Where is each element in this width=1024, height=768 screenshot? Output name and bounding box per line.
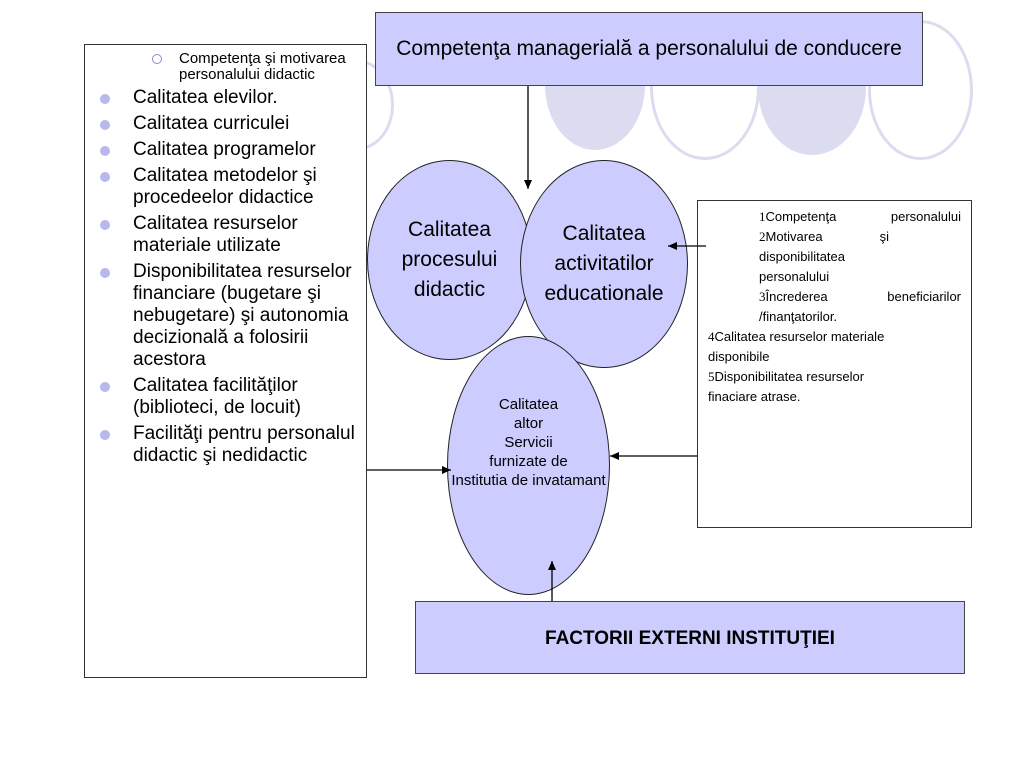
list-item-text: Calitatea facilităţilor (biblioteci, de …	[133, 375, 301, 418]
list-item-text: Calitatea curriculei	[133, 113, 290, 134]
item-number: 2	[759, 229, 766, 244]
other-services-quality-ellipse: Calitatea altor Servicii furnizate de In…	[447, 336, 610, 595]
ellipse-label: Calitatea altor Servicii furnizate de In…	[388, 395, 669, 490]
list-item-text: Calitatea resurselor materiale utilizate	[133, 213, 298, 256]
dot-bullet-icon	[100, 94, 110, 104]
list-item-text: Calitatea elevilor.	[133, 87, 278, 108]
list-item-text: personalului	[890, 209, 961, 224]
internal-factors-panel: Competenţa şi motivarea personalului did…	[84, 44, 367, 678]
list-item-text: Competenţa şi motivarea personalului did…	[179, 50, 346, 83]
list-item: Facilităţi pentru personalul didactic şi…	[85, 423, 366, 467]
list-item: Calitatea resurselor materiale utilizate	[85, 213, 366, 257]
dot-bullet-icon	[100, 220, 110, 230]
ellipse-label-line: Calitatea	[562, 222, 646, 245]
list-item: 1Competenţa personalului	[708, 207, 961, 227]
list-item: 2Motivarea şi	[708, 227, 961, 247]
ellipse-label-line: Servicii	[504, 434, 553, 451]
list-item-text: Calitatea metodelor şi procedeelor didac…	[133, 165, 317, 208]
list-item-text: disponibilitatea	[759, 249, 846, 264]
management-competence-title: Competenţa managerială a personalului de…	[396, 37, 902, 60]
educational-activities-quality-ellipse: Calitatea activitatilor educationale	[520, 160, 688, 368]
list-item-text: personalului	[759, 269, 830, 284]
list-item-text: finaciare atrase.	[708, 389, 801, 404]
management-competence-box: Competenţa managerială a personalului de…	[375, 12, 923, 86]
list-item-text: Facilităţi pentru personalul didactic şi…	[133, 423, 355, 466]
item-number: 3	[759, 289, 766, 304]
ellipse-label: Calitatea activitatilor educationale	[544, 219, 663, 309]
item-number: 5	[708, 369, 715, 384]
list-item: Calitatea curriculei	[85, 113, 366, 135]
list-item: Calitatea elevilor.	[85, 87, 366, 109]
list-item-text: Motivarea	[765, 229, 823, 244]
ellipse-label-line: altor	[513, 415, 544, 432]
ellipse-label: Calitatea procesului didactic	[402, 215, 498, 305]
didactic-process-quality-ellipse: Calitatea procesului didactic	[367, 160, 532, 360]
ellipse-label-line: Institutia de invatamant	[451, 472, 606, 489]
ellipse-label-line: didactic	[413, 278, 486, 301]
external-factors-title: FACTORII EXTERNI INSTITUŢIEI	[545, 628, 835, 649]
ellipse-label-line: Calitatea	[408, 218, 491, 241]
list-item-text: Competenţa	[765, 209, 837, 224]
ellipse-label-line: furnizate de	[489, 453, 568, 470]
list-item-text: Încrederea	[765, 289, 828, 304]
list-item-text: Disponibilitatea resurselor	[714, 369, 865, 384]
list-item-text: şi	[879, 229, 889, 244]
list-item: Calitatea metodelor şi procedeelor didac…	[85, 165, 366, 209]
dot-bullet-icon	[100, 268, 110, 278]
list-item-text: Disponibilitatea resurselor financiare (…	[133, 261, 352, 370]
dot-bullet-icon	[100, 430, 110, 440]
list-item-text: disponibile	[708, 349, 770, 364]
dot-bullet-icon	[100, 382, 110, 392]
list-item: 3Încrederea beneficiarilor	[708, 287, 961, 307]
ring-bullet-icon	[152, 54, 162, 64]
list-item: 4Calitatea resurselor materiale	[708, 327, 961, 347]
list-item-text: /finanţatorilor.	[759, 309, 838, 324]
dot-bullet-icon	[100, 120, 110, 130]
list-item: Calitatea programelor	[85, 139, 366, 161]
item-number: 4	[708, 329, 715, 344]
ellipse-label-line: procesului	[401, 248, 498, 271]
list-item: Disponibilitatea resurselor financiare (…	[85, 261, 366, 371]
staff-factors-list: 1Competenţa personalului 2Motivarea şi d…	[708, 207, 961, 407]
external-factors-box: FACTORII EXTERNI INSTITUŢIEI	[415, 601, 965, 674]
ellipse-label-line: activitatilor	[554, 252, 654, 275]
list-item: 5Disponibilitatea resurselor	[708, 367, 961, 387]
list-item-text: beneficiarilor	[887, 289, 961, 304]
list-item: Competenţa şi motivarea personalului did…	[85, 51, 366, 83]
item-number: 1	[759, 209, 766, 224]
list-item-text: Calitatea resurselor materiale	[714, 329, 885, 344]
ellipse-label-line: educationale	[544, 282, 664, 305]
dot-bullet-icon	[100, 172, 110, 182]
ellipse-label-line: Calitatea	[498, 396, 559, 413]
list-item-text: Calitatea programelor	[133, 139, 316, 160]
staff-factors-panel: 1Competenţa personalului 2Motivarea şi d…	[697, 200, 972, 528]
list-item: Calitatea facilităţilor (biblioteci, de …	[85, 375, 366, 419]
internal-factors-list: Competenţa şi motivarea personalului did…	[85, 45, 366, 467]
dot-bullet-icon	[100, 146, 110, 156]
